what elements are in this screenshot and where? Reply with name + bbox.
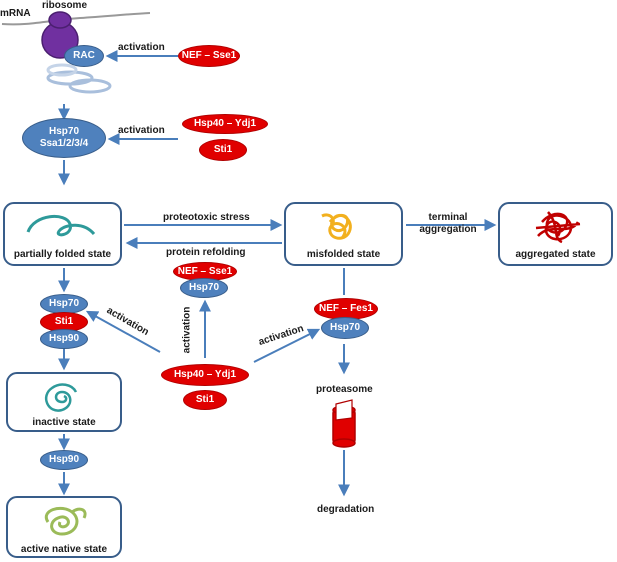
arrow-activation-right — [253, 328, 321, 363]
nascent-chain-loop — [46, 63, 78, 77]
arrow-activation-left — [85, 310, 161, 353]
aggregated-label: aggregated state — [515, 249, 596, 260]
ribosome-small-subunit — [48, 11, 72, 29]
hsp70-mid: Hsp70 — [180, 278, 228, 298]
rac-factor: RAC — [64, 45, 104, 67]
hsp90-left: Hsp90 — [40, 329, 88, 349]
hsp70-left: Hsp70 — [40, 294, 88, 314]
mrna-strand — [1, 12, 151, 26]
partially-folded-label: partially folded state — [13, 249, 112, 260]
terminal-aggregation-label: terminal aggregation — [419, 212, 477, 235]
proteasome-base — [332, 438, 356, 448]
aggregated-protein-glyph — [535, 211, 581, 244]
proteasome-label: proteasome — [316, 384, 373, 395]
hsp90-lower: Hsp90 — [40, 450, 88, 470]
active-native-label: active native state — [20, 544, 108, 555]
activation-label-up: activation — [181, 306, 193, 354]
mrna-label: mRNA — [0, 8, 31, 19]
inactive-label: inactive state — [32, 417, 96, 428]
proteasome-opening — [335, 399, 353, 421]
sti1-top: Sti1 — [199, 139, 247, 161]
degradation-label: degradation — [317, 504, 375, 515]
ribosome-label: ribosome — [42, 0, 88, 11]
misfolded-protein-glyph — [321, 213, 352, 240]
hsp40-ydj1-top: Hsp40 – Ydj1 — [182, 114, 268, 134]
hsp70-ssa-label: Hsp70 Ssa1/2/3/4 — [39, 126, 89, 149]
activation-label-1: activation — [118, 42, 165, 53]
misfolded-label: misfolded state — [306, 249, 381, 260]
protein-refolding-label: protein refolding — [166, 247, 246, 258]
active-native-protein-glyph — [44, 506, 87, 536]
nascent-chain-loop — [68, 78, 112, 94]
sti1-mid: Sti1 — [183, 390, 227, 410]
inactive-protein-glyph — [44, 383, 78, 412]
hsp70-ssa-factor: Hsp70 Ssa1/2/3/4 — [22, 118, 106, 158]
nef-sse1-top: NEF – Sse1 — [178, 45, 240, 67]
hsp40-ydj1-mid: Hsp40 – Ydj1 — [161, 364, 249, 386]
activation-label-2: activation — [118, 125, 165, 136]
partially-folded-protein-glyph — [26, 215, 96, 237]
hsp70-right: Hsp70 — [321, 317, 369, 339]
proteotoxic-stress-label: proteotoxic stress — [163, 212, 250, 223]
